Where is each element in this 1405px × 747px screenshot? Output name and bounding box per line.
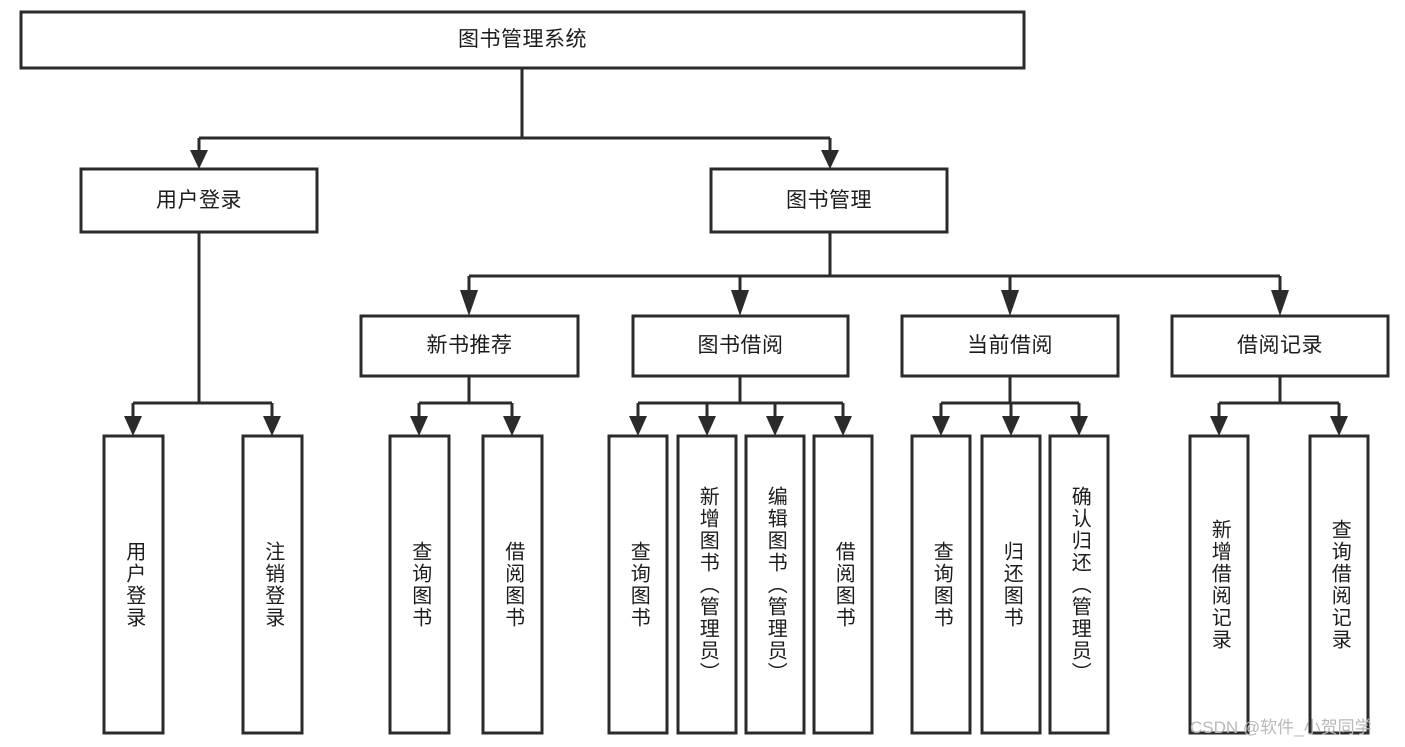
node-box-new-book-rec[interactable] xyxy=(359,314,580,378)
edge-book-borrow-to-leaves xyxy=(629,376,852,436)
node-box-borrow-record[interactable] xyxy=(1170,314,1390,378)
node-box-leaf-edit-book[interactable] xyxy=(744,434,806,735)
edge-root-to-level1 xyxy=(190,68,839,169)
node-box-leaf-confirm-return[interactable] xyxy=(1048,434,1110,735)
node-box-leaf-query-record[interactable] xyxy=(1308,434,1370,735)
node-box-book-borrow[interactable] xyxy=(631,314,850,378)
node-box-leaf-query-book-3[interactable] xyxy=(910,434,972,735)
node-box-leaf-add-book[interactable] xyxy=(676,434,738,735)
node-box-book-mgmt[interactable] xyxy=(709,167,949,234)
node-box-root[interactable] xyxy=(19,10,1026,70)
edge-current-borrow-to-leaves xyxy=(932,376,1088,436)
node-box-leaf-add-record[interactable] xyxy=(1188,434,1250,735)
node-box-leaf-logout[interactable] xyxy=(241,434,304,735)
node-box-current-borrow[interactable] xyxy=(900,314,1120,378)
edge-user-login-to-leaves xyxy=(124,232,281,436)
node-box-leaf-return-book[interactable] xyxy=(980,434,1042,735)
edge-new-book-rec-to-leaves xyxy=(410,376,521,436)
node-box-leaf-query-book-2[interactable] xyxy=(607,434,669,735)
node-box-leaf-borrow-book-2[interactable] xyxy=(812,434,874,735)
edge-book-mgmt-to-level2 xyxy=(460,232,1289,316)
edge-borrow-record-to-leaves xyxy=(1210,376,1348,436)
node-box-leaf-borrow-book-1[interactable] xyxy=(481,434,544,735)
node-box-leaf-query-book-1[interactable] xyxy=(388,434,451,735)
node-box-leaf-user-login[interactable] xyxy=(102,434,165,735)
node-box-user-login[interactable] xyxy=(79,167,319,234)
